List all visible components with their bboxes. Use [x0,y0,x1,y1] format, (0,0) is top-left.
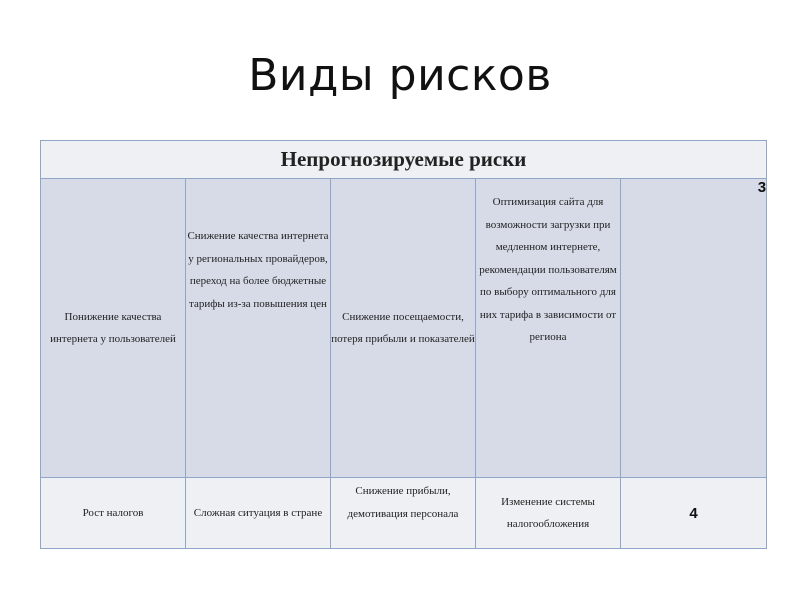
table-header: Непрогнозируемые риски [39,140,768,179]
consequence-cell: Снижение прибыли, демотивация персонала [330,477,476,549]
cause-cell: Снижение качества интернета у региональн… [185,178,331,478]
measure-cell: Оптимизация сайта для возможности загруз… [475,178,621,478]
table-header-row: Непрогнозируемые риски [39,140,768,179]
consequence-cell: Снижение посещаемости, потеря прибыли и … [330,178,476,478]
measure-cell: Изменение системы налогообложения [475,477,621,549]
cause-cell: Сложная ситуация в стране [185,477,331,549]
table-row: Рост налогов Сложная ситуация в стране С… [40,477,768,549]
table-row: Понижение качества интернета у пользоват… [40,178,768,478]
risk-cell: Понижение качества интернета у пользоват… [40,178,186,478]
risk-cell: Рост налогов [40,477,186,549]
score-cell: 3 [619,178,768,478]
score-cell: 4 [619,477,768,549]
risk-table: Непрогнозируемые риски Понижение качеств… [39,140,768,549]
slide-title: Виды рисков [248,50,552,101]
